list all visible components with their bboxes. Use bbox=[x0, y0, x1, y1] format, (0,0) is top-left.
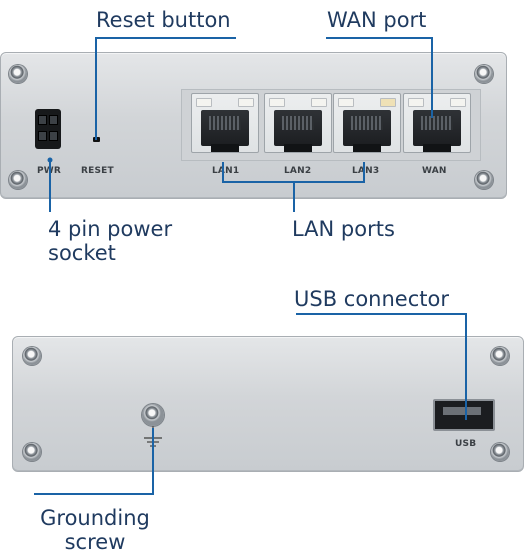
power-socket-callout-line1: 4 pin power bbox=[48, 217, 173, 241]
lan2-label: LAN2 bbox=[284, 166, 312, 176]
usb-label: USB bbox=[455, 439, 477, 449]
rj45-tab bbox=[284, 144, 312, 152]
lan-callout-bracket bbox=[222, 162, 365, 183]
screw-icon bbox=[9, 171, 27, 189]
lan3-label: LAN3 bbox=[352, 166, 380, 176]
screw-icon bbox=[9, 65, 27, 83]
rj45-tab bbox=[353, 144, 381, 152]
power-pin bbox=[38, 131, 47, 141]
screw-icon bbox=[23, 347, 41, 365]
lan2-port[interactable] bbox=[264, 93, 332, 153]
activity-led bbox=[238, 98, 254, 107]
rj45-jack bbox=[274, 110, 322, 146]
lan-ports-callout: LAN ports bbox=[292, 217, 395, 241]
screw-icon bbox=[491, 347, 509, 365]
wan-label: WAN bbox=[422, 166, 447, 176]
wan-callout-line bbox=[326, 37, 433, 118]
screw-icon bbox=[491, 443, 509, 461]
power-pin bbox=[49, 131, 58, 141]
power-pin bbox=[49, 115, 58, 125]
lan1-label: LAN1 bbox=[212, 166, 240, 176]
rj45-tab bbox=[211, 144, 239, 152]
wan-rj45-port[interactable] bbox=[403, 93, 471, 153]
grounding-screw-callout-line1: Grounding bbox=[40, 506, 150, 530]
reset-label: RESET bbox=[81, 166, 114, 176]
activity-led bbox=[380, 98, 396, 107]
link-led bbox=[269, 98, 285, 107]
lan1-port[interactable] bbox=[191, 93, 259, 153]
usb-port[interactable] bbox=[433, 399, 495, 431]
power-pin bbox=[38, 115, 47, 125]
pwr-label: PWR bbox=[37, 166, 62, 176]
link-led bbox=[196, 98, 212, 107]
back-panel: USB bbox=[12, 336, 524, 472]
usb-callout-line bbox=[296, 313, 467, 420]
reset-button-callout: Reset button bbox=[96, 8, 231, 32]
screw-icon bbox=[23, 443, 41, 461]
link-led bbox=[408, 98, 424, 107]
link-led bbox=[338, 98, 354, 107]
front-panel: PWR RESET LAN1 LAN2 LAN3 WAN bbox=[0, 52, 507, 199]
rj45-jack bbox=[201, 110, 249, 146]
rj45-tab bbox=[423, 144, 451, 152]
power-callout-dot bbox=[47, 157, 53, 163]
rj45-jack bbox=[413, 110, 461, 146]
screw-icon bbox=[475, 65, 493, 83]
grounding-screw-icon bbox=[142, 404, 164, 426]
activity-led bbox=[311, 98, 327, 107]
grounding-callout-line bbox=[34, 428, 154, 495]
screw-icon bbox=[475, 171, 493, 189]
power-socket bbox=[35, 109, 61, 149]
power-socket-callout-line2: socket bbox=[48, 241, 116, 265]
lan3-port[interactable] bbox=[333, 93, 401, 153]
activity-led bbox=[450, 98, 466, 107]
wan-port-callout: WAN port bbox=[327, 8, 427, 32]
rj45-jack bbox=[343, 110, 391, 146]
reset-callout-line bbox=[95, 37, 236, 140]
usb-connector-callout: USB connector bbox=[294, 287, 449, 311]
power-socket-callout: 4 pin power socket bbox=[48, 217, 172, 265]
